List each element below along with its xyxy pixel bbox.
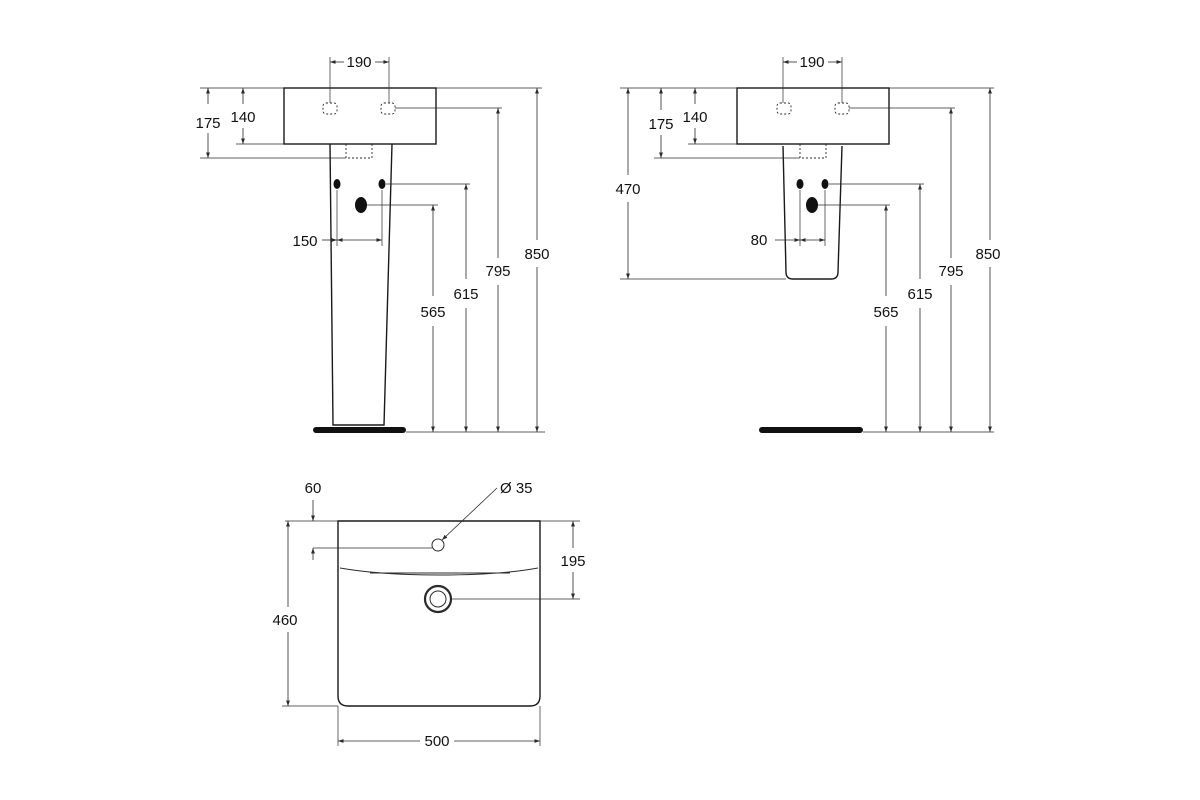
pedestal-body xyxy=(329,143,393,426)
waste-hole xyxy=(355,197,367,213)
dim-hole-diameter-label: Ø 35 xyxy=(500,480,533,497)
dim-140-label: 140 xyxy=(682,109,707,126)
hidden-waste xyxy=(345,144,373,159)
floor-base xyxy=(759,427,863,433)
basin-outline xyxy=(736,87,890,145)
dim-140-label: 140 xyxy=(230,109,255,126)
dim-565-label: 565 xyxy=(420,304,445,321)
dim-565-label: 565 xyxy=(873,304,898,321)
dim-850-label: 850 xyxy=(524,246,549,263)
tap-hole xyxy=(431,538,445,552)
dim-500-label: 500 xyxy=(424,733,449,750)
pedestal-base xyxy=(313,427,406,433)
waste-outer xyxy=(423,584,453,614)
dim-175-label: 175 xyxy=(648,116,673,133)
dim-615-label: 615 xyxy=(907,286,932,303)
hidden-waste xyxy=(799,144,827,159)
dim-195-label: 195 xyxy=(560,553,585,570)
tap-hole-right xyxy=(834,102,850,115)
semi-pedestal-front-view: 190 470 175 140 80 565 615 xyxy=(615,54,1001,433)
supply-hole-left xyxy=(796,179,804,189)
dim-850-label: 850 xyxy=(975,246,1000,263)
basin-outline xyxy=(283,87,437,145)
dim-60-label: 60 xyxy=(305,480,322,497)
supply-hole-left xyxy=(333,179,341,189)
tap-hole-right xyxy=(380,102,396,115)
dim-795-label: 795 xyxy=(485,263,510,280)
waste-hole xyxy=(806,197,818,213)
dim-795-label: 795 xyxy=(938,263,963,280)
dim-80-label: 80 xyxy=(751,232,768,249)
dim-190-label: 190 xyxy=(799,54,824,71)
bowl-rim xyxy=(339,567,539,576)
tap-hole-left xyxy=(776,102,792,115)
dim-615-label: 615 xyxy=(453,286,478,303)
dim-190-label: 190 xyxy=(346,54,371,71)
pedestal-front-view: 190 175 140 150 565 615 795 85 xyxy=(195,54,550,433)
supply-hole-right xyxy=(378,179,386,189)
dim-150-label: 150 xyxy=(292,233,317,250)
dim-460-label: 460 xyxy=(272,612,297,629)
basin-plan-view: 60 460 Ø 35 195 500 xyxy=(272,480,585,750)
semi-pedestal-body xyxy=(782,145,843,280)
tap-hole-left xyxy=(322,102,338,115)
waste-inner xyxy=(429,590,447,608)
dim-470-label: 470 xyxy=(615,181,640,198)
supply-hole-right xyxy=(821,179,829,189)
basin-plan-outline xyxy=(337,520,541,707)
dim-175-label: 175 xyxy=(195,115,220,132)
